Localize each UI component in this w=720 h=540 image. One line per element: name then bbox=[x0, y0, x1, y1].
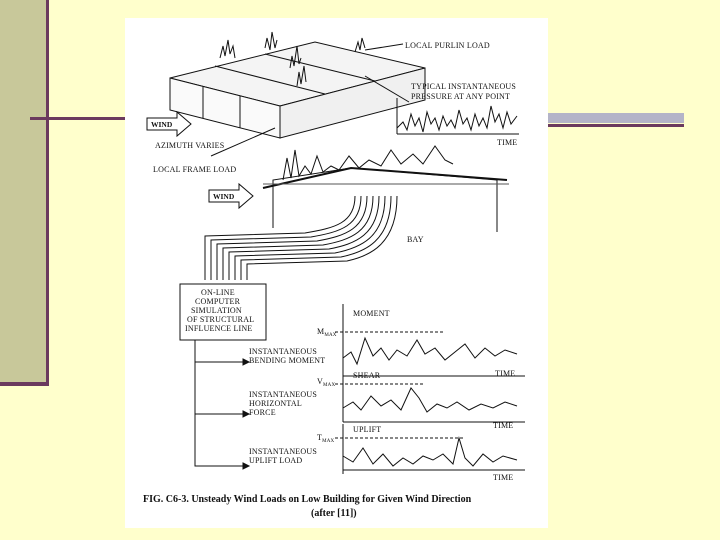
sidebar-band bbox=[0, 0, 46, 382]
right-accent-rule bbox=[548, 124, 684, 127]
horizontal-label-1: INSTANTANEOUS bbox=[249, 390, 317, 399]
sidebar-foot-rule bbox=[0, 382, 49, 386]
shear-label: SHEAR bbox=[353, 371, 381, 380]
azimuth-label: AZIMUTH VARIES bbox=[155, 141, 224, 150]
roof-pressure-trace bbox=[219, 31, 366, 87]
horizontal-label-2: HORIZONTAL bbox=[249, 399, 302, 408]
wind-arrow-mid bbox=[208, 182, 254, 210]
typical-pressure-trace bbox=[396, 105, 518, 133]
sidebar-divider bbox=[46, 0, 49, 386]
typical-pressure-label-2: PRESSURE AT ANY POINT bbox=[411, 92, 510, 101]
bay-label: BAY bbox=[407, 235, 424, 244]
wind-load-diagram: LOCAL PURLIN LOAD TYPICAL INSTANTANEOUS … bbox=[143, 31, 525, 519]
m-max-label: MMAX bbox=[317, 327, 337, 338]
figure-caption-line1: FIG. C6-3. Unsteady Wind Loads on Low Bu… bbox=[143, 494, 472, 505]
figure-panel: LOCAL PURLIN LOAD TYPICAL INSTANTANEOUS … bbox=[125, 18, 548, 528]
typical-pressure-label-1: TYPICAL INSTANTANEOUS bbox=[411, 82, 516, 91]
computer-label-3: SIMULATION bbox=[191, 306, 242, 315]
wind-label-top: WIND bbox=[151, 120, 173, 129]
local-purlin-load-label: LOCAL PURLIN LOAD bbox=[405, 41, 490, 50]
moment-label: MOMENT bbox=[353, 309, 390, 318]
frame-load-trace bbox=[282, 145, 454, 181]
computer-label-5: INFLUENCE LINE bbox=[185, 324, 252, 333]
time-label-top: TIME bbox=[497, 138, 517, 147]
bending-label-1: INSTANTANEOUS bbox=[249, 347, 317, 356]
shear-trace bbox=[342, 387, 518, 413]
figure-caption-line2: (after [11]) bbox=[311, 508, 357, 519]
uplift-load-label-2: UPLIFT LOAD bbox=[249, 456, 302, 465]
wind-arrow-top bbox=[146, 110, 192, 138]
influence-line-bundle bbox=[204, 195, 398, 280]
building-block bbox=[169, 41, 426, 139]
t-max-label: TMAX bbox=[317, 433, 335, 444]
uplift-trace bbox=[342, 436, 518, 467]
time-label-3: TIME bbox=[493, 473, 513, 482]
v-max-label: VMAX bbox=[317, 377, 335, 388]
moment-trace bbox=[342, 336, 518, 366]
bending-label-2: BENDING MOMENT bbox=[249, 356, 325, 365]
right-grey-rule bbox=[548, 113, 684, 123]
time-label-2: TIME bbox=[493, 421, 513, 430]
local-frame-load-label: LOCAL FRAME LOAD bbox=[153, 165, 236, 174]
left-accent-rule bbox=[30, 117, 126, 120]
uplift-load-label-1: INSTANTANEOUS bbox=[249, 447, 317, 456]
computer-label-4: OF STRUCTURAL bbox=[187, 315, 254, 324]
computer-box bbox=[179, 283, 267, 341]
computer-label-1: ON-LINE bbox=[201, 288, 235, 297]
horizontal-label-3: FORCE bbox=[249, 408, 276, 417]
wind-label-mid: WIND bbox=[213, 192, 235, 201]
time-label-1: TIME bbox=[495, 369, 515, 378]
computer-label-2: COMPUTER bbox=[195, 297, 241, 306]
uplift-label: UPLIFT bbox=[353, 425, 381, 434]
